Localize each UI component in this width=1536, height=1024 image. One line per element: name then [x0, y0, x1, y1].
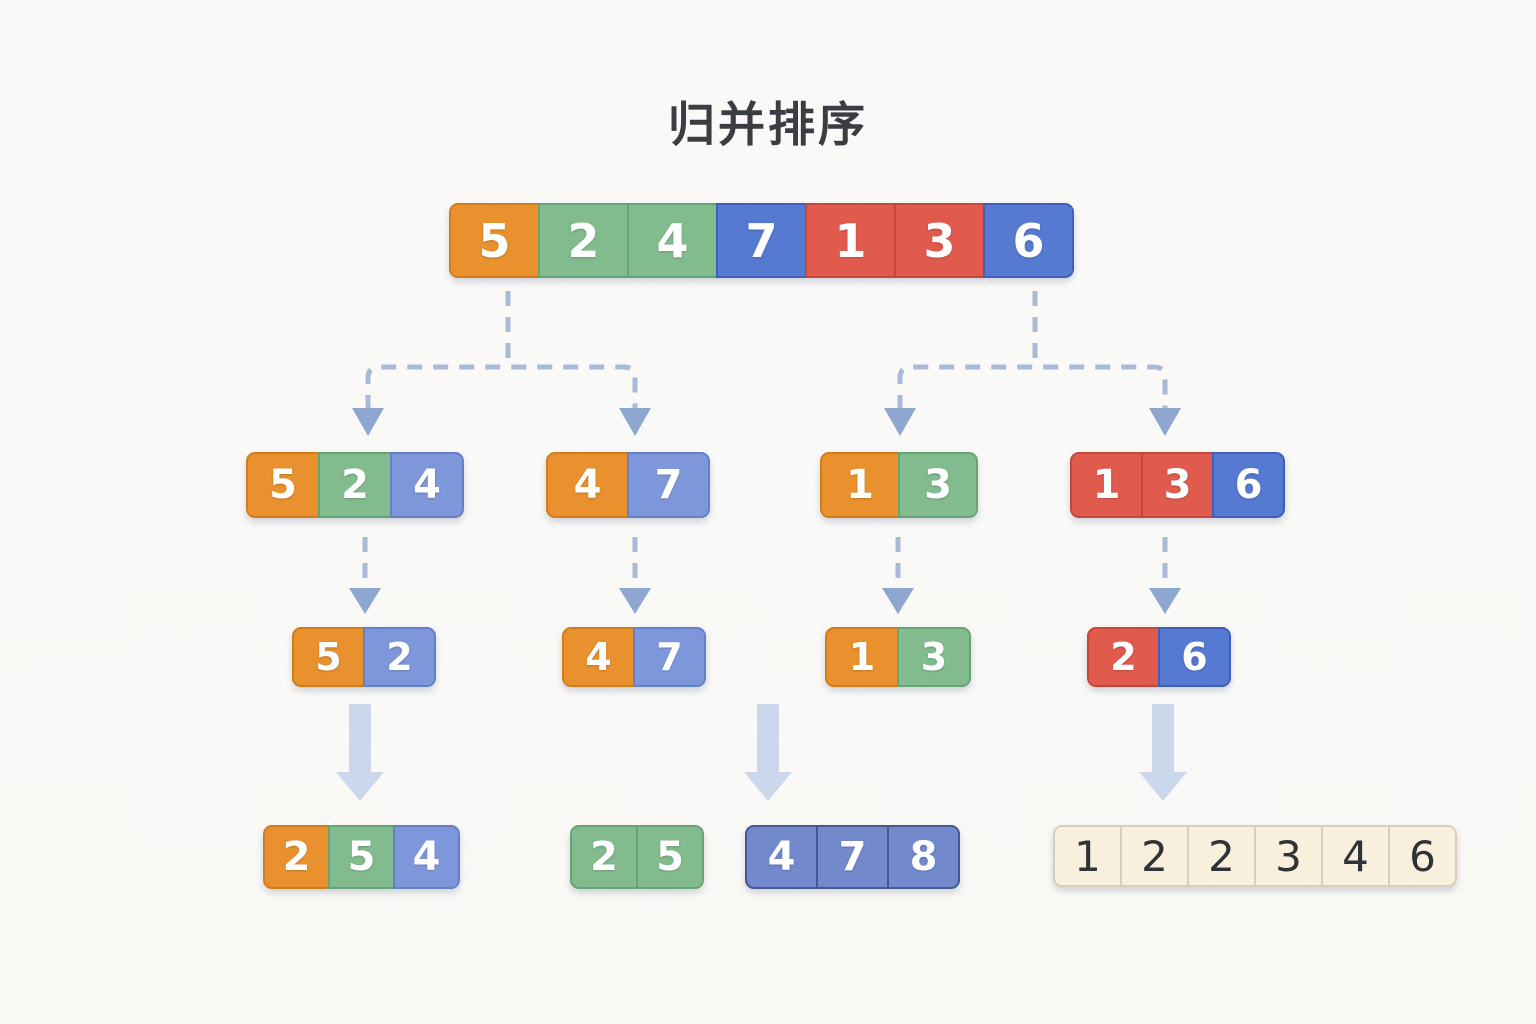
- array-level2-b: 4 7: [546, 452, 710, 518]
- array-cell: 1: [1053, 825, 1122, 887]
- arrowhead-icon: [352, 408, 384, 436]
- split-bracket-left-icon: [365, 364, 638, 410]
- array-cell: 1: [820, 452, 900, 518]
- array-cell: 4: [627, 203, 718, 278]
- arrowhead-icon: [1149, 408, 1181, 436]
- array-cell: 3: [894, 203, 985, 278]
- array-cell: 2: [1187, 825, 1256, 887]
- array-cell: 4: [393, 825, 460, 889]
- array-cell: 2: [538, 203, 629, 278]
- array-cell: 2: [263, 825, 330, 889]
- array-cell: 7: [816, 825, 889, 889]
- array-cell: 6: [1158, 627, 1231, 687]
- array-cell: 6: [1212, 452, 1285, 518]
- array-cell: 5: [246, 452, 320, 518]
- array-cell: 2: [1120, 825, 1189, 887]
- array-level3-d: 2 6: [1087, 627, 1231, 687]
- array-cell: 5: [292, 627, 365, 687]
- page-title: 归并排序: [668, 98, 868, 153]
- array-cell: 4: [1321, 825, 1390, 887]
- array-initial: 5 2 4 7 1 3 6: [449, 203, 1074, 278]
- array-merged-a: 2 5 4: [263, 825, 460, 889]
- arrowhead-icon: [884, 408, 916, 436]
- merge-thick-arrow-right-icon: [1139, 704, 1187, 801]
- arrowhead-icon: [882, 588, 914, 614]
- array-cell: 1: [805, 203, 896, 278]
- array-cell: 1: [825, 627, 899, 687]
- array-level3-a: 5 2: [292, 627, 436, 687]
- array-cell: 4: [745, 825, 818, 889]
- array-cell: 2: [570, 825, 638, 889]
- array-final-sorted: 1 2 2 3 4 6: [1053, 825, 1457, 887]
- array-cell: 2: [318, 452, 392, 518]
- merge-thick-arrow-middle-icon: [744, 704, 792, 801]
- array-cell: 6: [983, 203, 1074, 278]
- array-level2-a: 5 2 4: [246, 452, 464, 518]
- array-cell: 5: [449, 203, 540, 278]
- array-merged-c: 4 7 8: [745, 825, 960, 889]
- array-merged-b: 2 5: [570, 825, 704, 889]
- array-cell: 6: [1388, 825, 1457, 887]
- array-cell: 7: [716, 203, 807, 278]
- arrowhead-icon: [349, 588, 381, 614]
- array-cell: 5: [636, 825, 704, 889]
- array-cell: 7: [633, 627, 706, 687]
- array-cell: 2: [1087, 627, 1160, 687]
- array-level3-c: 1 3: [825, 627, 971, 687]
- array-cell: 2: [363, 627, 436, 687]
- array-cell: 3: [897, 627, 971, 687]
- arrowhead-icon: [619, 588, 651, 614]
- array-level2-c: 1 3: [820, 452, 978, 518]
- array-cell: 4: [390, 452, 464, 518]
- array-cell: 8: [887, 825, 960, 889]
- split-bracket-right-icon: [897, 364, 1168, 410]
- array-cell: 3: [1254, 825, 1323, 887]
- arrowhead-icon: [1149, 588, 1181, 614]
- array-cell: 1: [1070, 452, 1143, 518]
- array-level3-b: 4 7: [562, 627, 706, 687]
- array-cell: 4: [562, 627, 635, 687]
- arrowhead-icon: [619, 408, 651, 436]
- array-cell: 5: [328, 825, 395, 889]
- merge-thick-arrow-left-icon: [336, 704, 384, 801]
- array-cell: 3: [898, 452, 978, 518]
- array-cell: 3: [1141, 452, 1214, 518]
- array-cell: 7: [627, 452, 710, 518]
- array-cell: 4: [546, 452, 629, 518]
- array-level2-d: 1 3 6: [1070, 452, 1285, 518]
